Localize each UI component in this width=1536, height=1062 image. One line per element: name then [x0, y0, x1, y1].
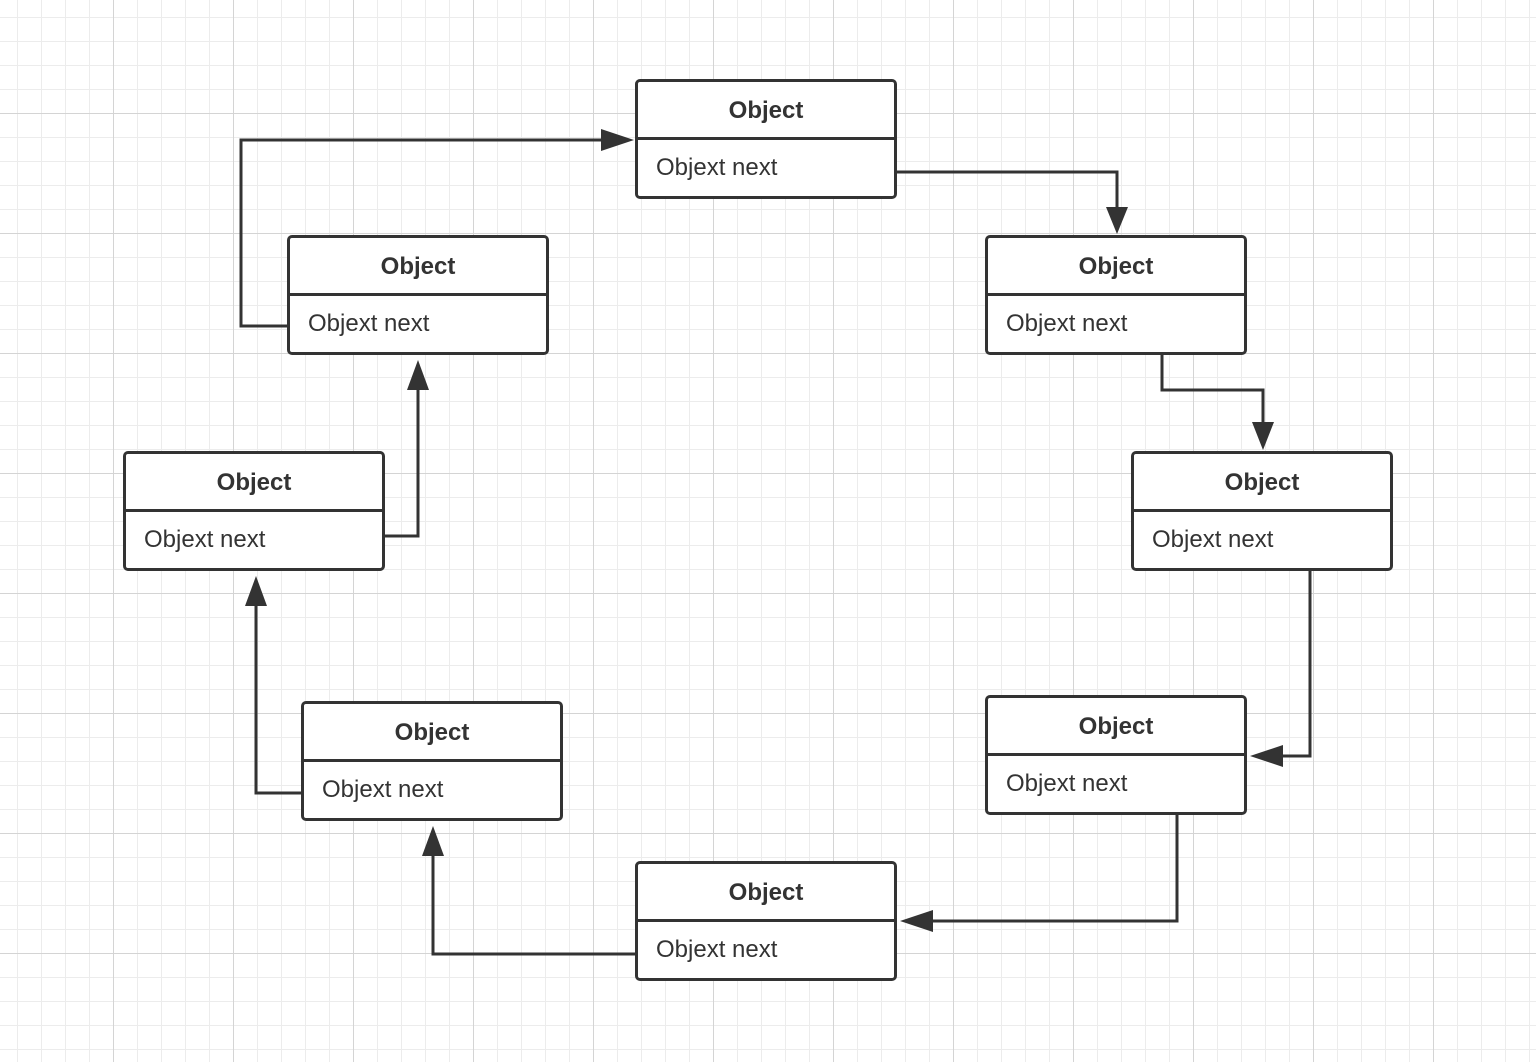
- arrowhead-left-middle: [245, 576, 267, 606]
- connector-left-lower-to-left-middle: [254, 601, 315, 795]
- connector-right-middle-to-right-lower: [1278, 540, 1312, 758]
- node-title: Object: [638, 82, 894, 140]
- node-title: Object: [304, 704, 560, 762]
- node-field-next: Objext next: [656, 936, 778, 963]
- node-field-next: Objext next: [1152, 526, 1274, 553]
- arrowhead-left-upper: [407, 360, 429, 390]
- node-title: Object: [290, 238, 546, 296]
- node-title: Object: [988, 698, 1244, 756]
- node-title: Object: [1134, 454, 1390, 512]
- object-node-bottom[interactable]: Object Objext next: [635, 861, 897, 981]
- object-node-left-lower[interactable]: Object Objext next: [301, 701, 563, 821]
- object-node-right-lower[interactable]: Object Objext next: [985, 695, 1247, 815]
- node-title: Object: [126, 454, 382, 512]
- arrowhead-right-lower: [1250, 745, 1283, 767]
- node-field-next: Objext next: [1006, 770, 1128, 797]
- connector-right-upper-to-right-middle: [1160, 328, 1265, 427]
- connector-top-to-right-upper: [825, 170, 1119, 212]
- node-field-next: Objext next: [656, 154, 778, 181]
- node-field-next: Objext next: [1006, 310, 1128, 337]
- arrowhead-right-middle: [1252, 422, 1274, 450]
- object-node-right-upper[interactable]: Object Objext next: [985, 235, 1247, 355]
- arrowhead-top: [601, 129, 634, 151]
- object-node-top[interactable]: Object Objext next: [635, 79, 897, 199]
- connector-bottom-to-left-lower: [431, 851, 650, 956]
- node-title: Object: [988, 238, 1244, 296]
- object-node-left-upper[interactable]: Object Objext next: [287, 235, 549, 355]
- object-node-right-middle[interactable]: Object Objext next: [1131, 451, 1393, 571]
- node-field-next: Objext next: [308, 310, 430, 337]
- arrowhead-bottom: [900, 910, 933, 932]
- object-node-left-middle[interactable]: Object Objext next: [123, 451, 385, 571]
- arrowhead-right-upper: [1106, 207, 1128, 234]
- arrowhead-left-lower: [422, 826, 444, 856]
- node-title: Object: [638, 864, 894, 922]
- node-field-next: Objext next: [144, 526, 266, 553]
- connector-left-upper-to-top: [239, 138, 606, 328]
- node-field-next: Objext next: [322, 776, 444, 803]
